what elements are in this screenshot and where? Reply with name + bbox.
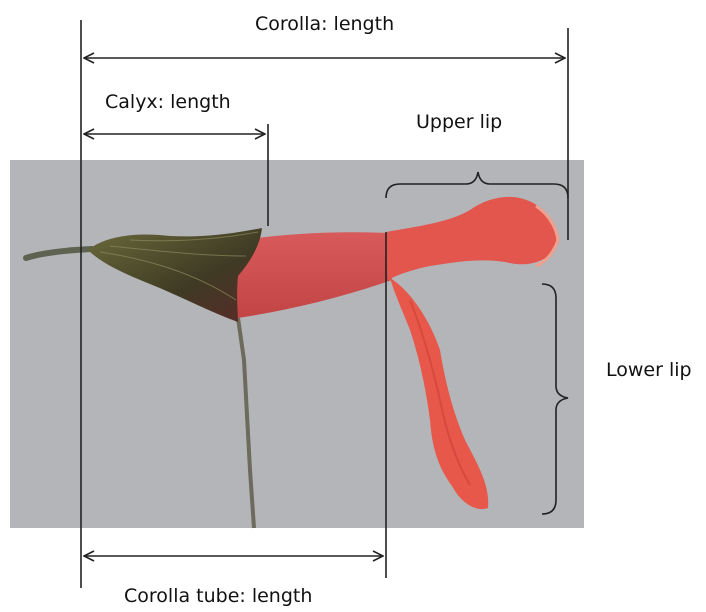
corolla-tube-length-label: Corolla tube: length — [124, 585, 312, 607]
calyx-length-label: Calyx: length — [105, 91, 231, 113]
lower-lip-label: Lower lip — [606, 359, 692, 381]
upper-lip-label: Upper lip — [416, 111, 502, 133]
corolla-length-label: Corolla: length — [255, 13, 394, 35]
